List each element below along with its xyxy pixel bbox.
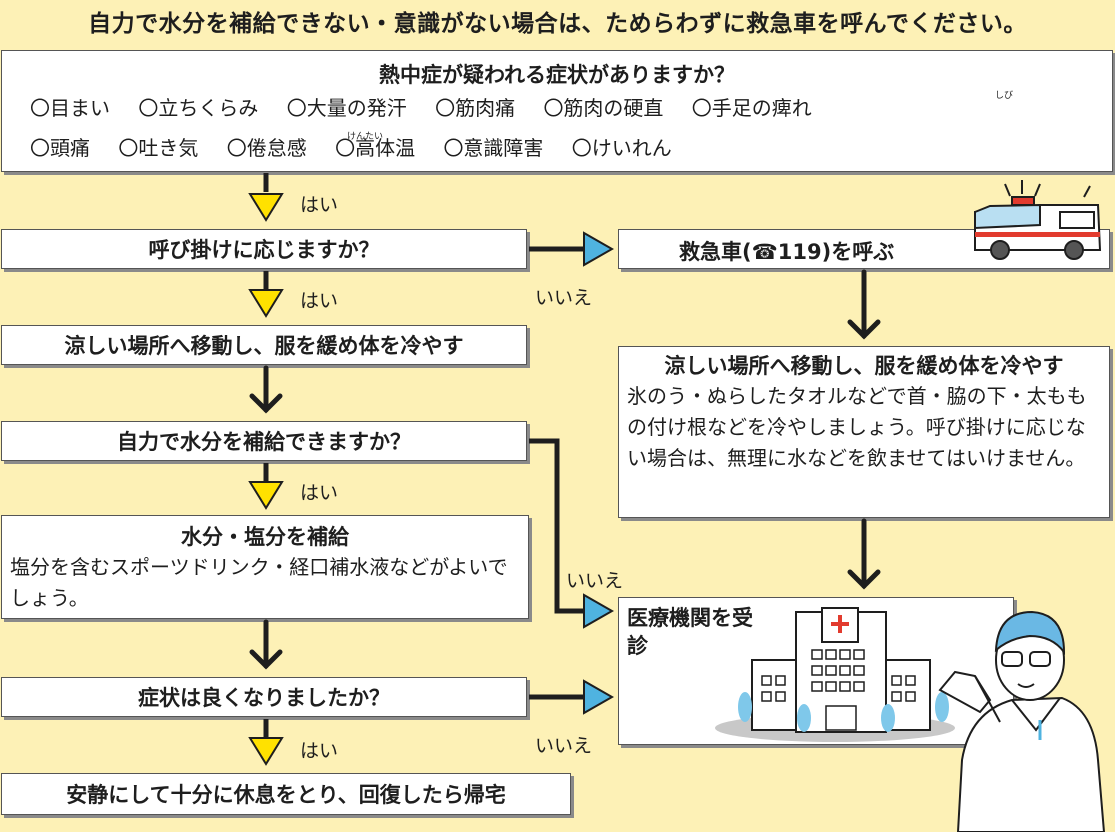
improved-question: 症状は良くなりましたか？ [138, 686, 390, 710]
no-label-1: いいえ [535, 287, 593, 309]
call-ambulance: 救急車(☎119)を呼ぶ [679, 240, 895, 264]
ruby-kentai: けんたい [347, 132, 384, 142]
hydrate-text: 塩分を含むスポーツドリンク・経口補水液などがよいでしょう。 [10, 555, 508, 610]
symptom-item: 〇頭痛 [30, 136, 90, 160]
cool-down-step: 涼しい場所へ移動し、服を緩め体を冷やす [64, 334, 464, 358]
right-cool-box: 涼しい場所へ移動し、服を緩め体を冷やす 氷のう・ぬらしたタオルなどで首・脇の下・… [618, 346, 1110, 518]
yes-label-3: はい [300, 482, 339, 504]
symptom-row-1: 〇目まい 〇立ちくらみ 〇大量の発汗 〇筋肉痛 〇筋肉の硬直 〇手足の痺れ [30, 91, 1112, 125]
symptom-item: 〇筋肉の硬直 [543, 96, 664, 120]
hospital-label: 医療機関を受診 [627, 606, 753, 658]
cool-down-step-box: 涼しい場所へ移動し、服を緩め体を冷やす [1, 325, 527, 365]
no-label-3: いいえ [535, 735, 593, 757]
page-title: 自力で水分を補給できない・意識がない場合は、ためらわずに救急車を呼んでください。 [88, 11, 1027, 37]
yes-arrow-4 [248, 719, 284, 766]
yes-arrow-1 [248, 173, 284, 222]
hydrate-box: 水分・塩分を補給 塩分を含むスポーツドリンク・経口補水液などがよいでしょう。 [1, 515, 529, 619]
symptom-item: 〇高体温 [335, 136, 416, 160]
yes-arrow-3 [248, 463, 284, 510]
no-arrow-3 [529, 679, 615, 715]
right-cool-text: 氷のう・ぬらしたタオルなどで首・脇の下・太ももの付け根などを冷やしましょう。呼び… [627, 384, 1087, 470]
self-hydrate-question-box: 自力で水分を補給できますか？ [1, 421, 527, 461]
yes-arrow-2 [248, 271, 284, 318]
symptom-question: 熱中症が疑われる症状がありますか？ [379, 63, 735, 87]
no-arrow-1 [529, 231, 615, 267]
symptom-item: 〇大量の発汗 [286, 96, 407, 120]
yes-label-2: はい [300, 290, 339, 312]
hydrate-title: 水分・塩分を補給 [181, 525, 349, 549]
right-cool-title: 涼しい場所へ移動し、服を緩め体を冷やす [664, 354, 1064, 378]
doctor-illustration [938, 610, 1106, 832]
down-arrow-left-1 [249, 365, 283, 414]
symptom-item: 〇けいれん [571, 136, 672, 160]
symptom-item: 〇意識障害 [443, 136, 544, 160]
rest-step: 安静にして十分に休息をとり、回復したら帰宅 [66, 783, 506, 807]
down-arrow-right-2 [847, 518, 881, 590]
yes-label-4: はい [300, 740, 339, 762]
symptom-item: 〇倦怠感 [226, 136, 307, 160]
improved-question-box: 症状は良くなりましたか？ [1, 677, 527, 717]
symptom-item: 〇筋肉痛 [435, 96, 516, 120]
down-arrow-right-1 [847, 269, 881, 340]
down-arrow-left-2 [249, 619, 283, 670]
response-question: 呼び掛けに応じますか？ [148, 238, 380, 262]
symptom-question-box: 熱中症が疑われる症状がありますか？ 〇目まい 〇立ちくらみ 〇大量の発汗 〇筋肉… [1, 50, 1113, 172]
symptom-item: 〇目まい [30, 96, 110, 120]
ambulance-illustration [974, 180, 1102, 260]
ruby-shibire: しび [995, 91, 1014, 101]
symptom-row-2: 〇頭痛 〇吐き気 〇倦怠感 〇高体温 〇意識障害 〇けいれん [30, 131, 1112, 165]
rest-box: 安静にして十分に休息をとり、回復したら帰宅 [1, 773, 571, 815]
symptom-item: 〇手足の痺れ [691, 96, 812, 120]
no-arrow-2 [529, 438, 615, 629]
hospital-illustration [715, 607, 955, 742]
symptom-item: 〇吐き気 [118, 136, 199, 160]
no-label-2: いいえ [566, 570, 624, 592]
yes-label-1: はい [300, 194, 339, 216]
symptom-item: 〇立ちくらみ [138, 96, 259, 120]
self-hydrate-question: 自力で水分を補給できますか？ [117, 430, 411, 454]
response-question-box: 呼び掛けに応じますか？ [1, 229, 527, 269]
